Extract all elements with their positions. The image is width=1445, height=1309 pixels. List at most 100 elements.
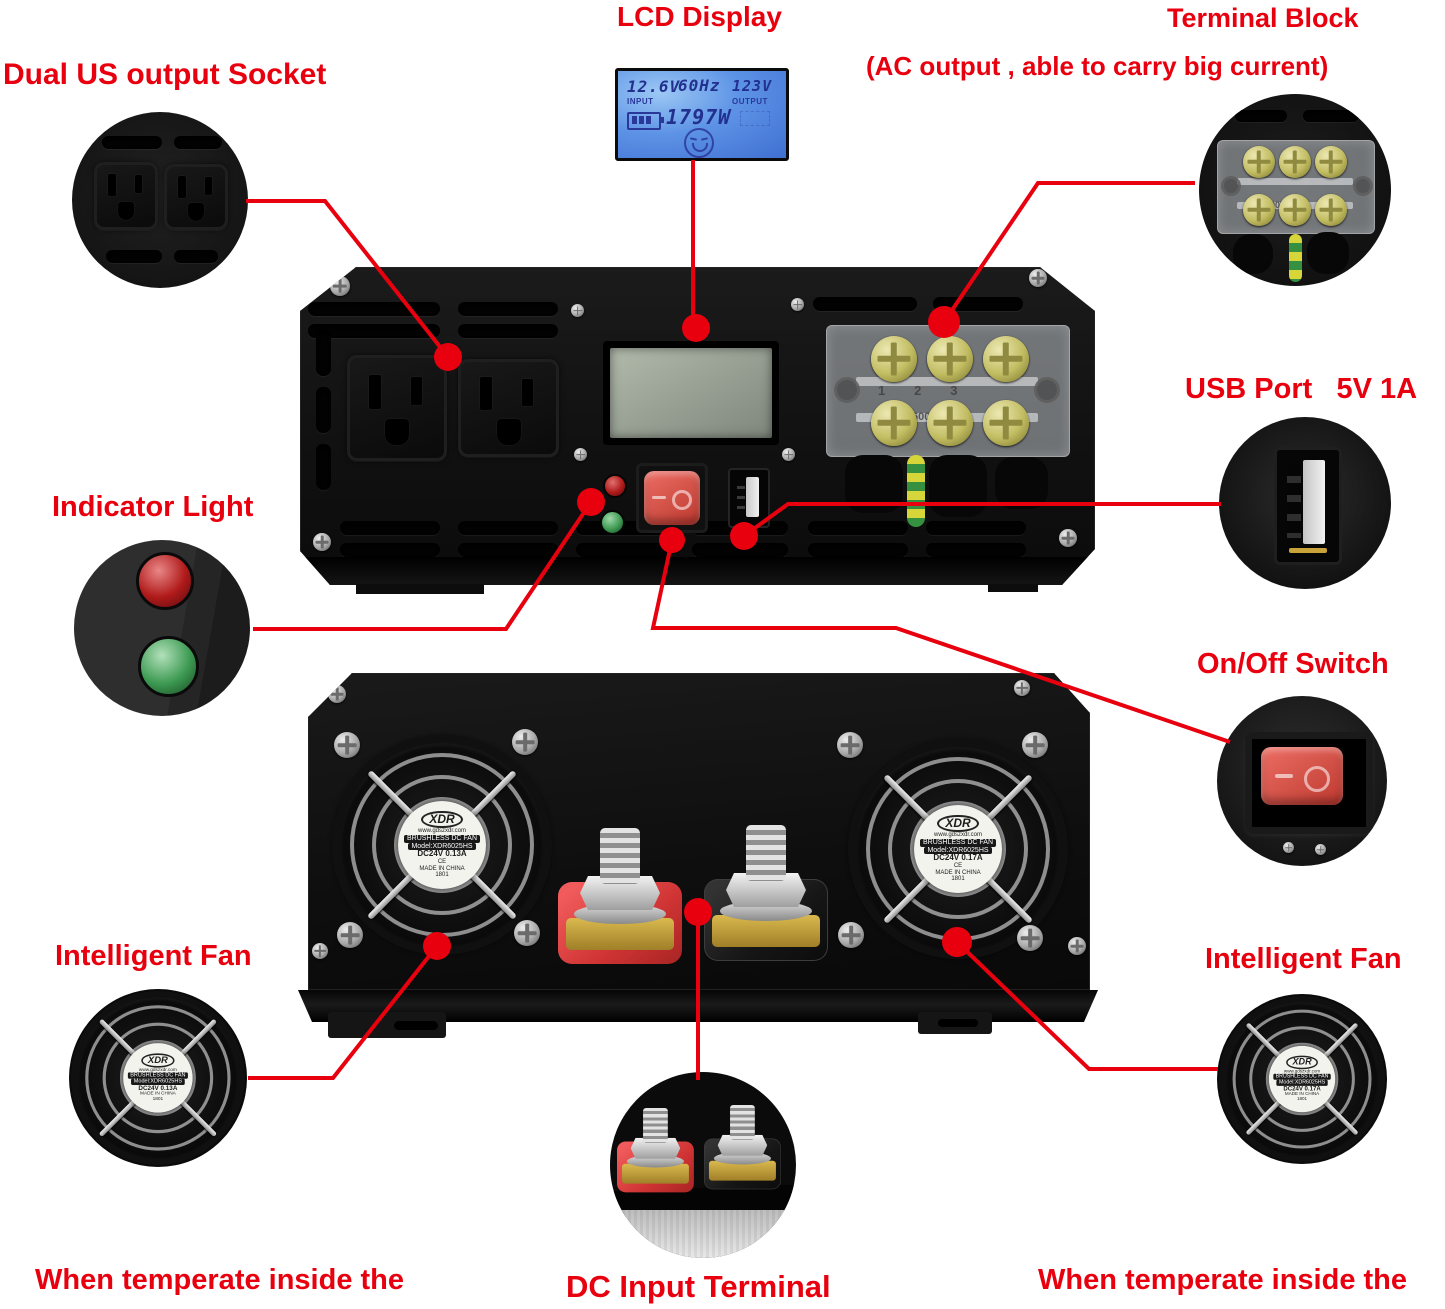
indicator-light-label: Indicator Light — [52, 491, 254, 523]
screw-icon — [837, 732, 863, 758]
lcd-output-voltage: 123V — [732, 77, 773, 95]
terminal-nut — [717, 1134, 768, 1156]
screw-icon — [313, 533, 331, 551]
ac-wire-black — [845, 455, 903, 513]
vent-slot — [808, 543, 908, 557]
vent-slot — [458, 543, 558, 557]
vent-slot — [316, 330, 331, 376]
us-output-socket-right — [458, 359, 559, 457]
vent-slot — [106, 250, 162, 263]
indicator-light-detail-bubble — [74, 540, 250, 716]
rocker-on-mark-icon — [1275, 774, 1293, 778]
fan-grille-ring — [85, 1005, 231, 1151]
fan-spec: DC24V 0.13A — [138, 1083, 178, 1091]
usb-port-label: USB Port 5V 1A — [1185, 373, 1418, 405]
fan-year: 1801 — [1297, 1097, 1308, 1102]
fan-note-right-line1: When temperate inside the — [1038, 1264, 1408, 1296]
dc-positive-terminal — [558, 828, 682, 964]
fan-grille-ring — [119, 1039, 196, 1116]
socket-hot-slot — [135, 175, 142, 193]
indicator-led-red — [603, 474, 627, 498]
fan-type: BRUSHLESS DC FAN — [127, 1072, 188, 1079]
fan-made-in: MADE IN CHINA — [1284, 1092, 1320, 1097]
socket-ground-hole — [188, 203, 204, 221]
cooling-fan: XDR www.gdszxdr.com BRUSHLESS DC FAN Mod… — [1219, 996, 1386, 1163]
socket-ground-hole — [118, 202, 134, 220]
vent-slot — [458, 302, 558, 316]
terminal-mount-hole — [1221, 176, 1241, 196]
lcd-power: 1797W — [666, 105, 732, 129]
vent-slot — [316, 444, 331, 490]
table-surface — [610, 1210, 796, 1258]
usb-port[interactable] — [728, 468, 770, 528]
dc-negative-terminal-small — [704, 1105, 781, 1190]
fan-label: XDR www.gdszxdr.com BRUSHLESS DC FAN Mod… — [398, 801, 486, 889]
usb-port-detail-bubble — [1219, 417, 1391, 589]
fan-website: www.gdszxdr.com — [138, 1067, 177, 1073]
terminal-screw-icon — [983, 400, 1029, 446]
terminal-screw-icon — [1243, 146, 1275, 178]
fan-detail-bubble-right: XDR www.gdszxdr.com BRUSHLESS DC FAN Mod… — [1217, 994, 1387, 1164]
terminal-numbers: 1 2 3 — [878, 383, 958, 398]
fan-label: XDR www.gdszxdr.com BRUSHLESS DC FAN Mod… — [123, 1043, 193, 1113]
fan-year: 1801 — [435, 872, 449, 879]
lcd-display-label: LCD Display — [617, 1, 782, 32]
fan-logo: XDR — [141, 1053, 175, 1068]
screw-icon — [571, 304, 584, 317]
screw-icon — [328, 685, 346, 703]
rocker-button[interactable] — [644, 471, 700, 525]
screw-icon — [312, 943, 328, 959]
rocker-on-mark-icon — [652, 496, 666, 499]
vent-slot — [926, 543, 1026, 557]
lcd-load-icon — [740, 111, 770, 126]
terminal-screw-icon — [983, 336, 1029, 382]
fan-label: XDR www.gdszxdr.com BRUSHLESS DC FAN Mod… — [914, 805, 1002, 893]
screw-icon — [1283, 842, 1294, 853]
usb-contacts — [1287, 464, 1301, 538]
ac-terminal-block: 1 2 3 600V 25A — [826, 325, 1070, 457]
fan-year: 1801 — [951, 876, 965, 883]
lcd-output-label: OUTPUT — [732, 97, 768, 106]
rocker-button[interactable] — [1261, 747, 1343, 805]
fan-note-left-line1: When temperate inside the — [35, 1264, 405, 1296]
fan-website: www.gdszxdr.com — [933, 832, 982, 839]
fan-detail-bubble-left: XDR www.gdszxdr.com BRUSHLESS DC FAN Mod… — [69, 989, 247, 1167]
on-off-switch[interactable] — [1245, 732, 1373, 834]
fan-type: BRUSHLESS DC FAN — [403, 834, 481, 843]
fan-ce-mark: CE — [437, 859, 447, 866]
battery-icon — [627, 112, 664, 130]
dc-input-detail-bubble — [610, 1072, 796, 1258]
fan-logo: XDR — [937, 815, 979, 833]
on-off-switch[interactable] — [636, 463, 708, 533]
terminal-stud — [730, 1105, 755, 1140]
vent-slot — [808, 521, 908, 535]
mounting-foot — [356, 584, 484, 594]
socket-hot-slot — [411, 377, 422, 405]
screw-icon — [330, 276, 350, 296]
inverter-rear-panel: XDR www.gdszxdr.com BRUSHLESS DC FAN Mod… — [308, 673, 1090, 990]
lcd-frequency: 60Hz — [678, 76, 721, 95]
fan-model: Model:XDR6025HS — [924, 846, 992, 855]
screw-icon — [782, 448, 795, 461]
inverter-front-panel: 1 2 3 600V 25A — [300, 267, 1095, 585]
terminal-block-detail-bubble: 600V 25A — [1199, 94, 1391, 286]
socket-neutral-slot — [369, 375, 381, 409]
mounting-slot — [394, 1021, 438, 1030]
terminal-stud — [746, 825, 786, 881]
vent-slot — [174, 250, 218, 263]
usb-port — [1274, 447, 1342, 565]
terminal-plate — [621, 1163, 689, 1184]
vent-slot — [102, 136, 162, 149]
terminal-stud — [643, 1108, 668, 1143]
fan-grille-ring — [102, 1022, 214, 1134]
vent-slot — [926, 521, 1026, 535]
fan-model: Model:XDR6025HS — [1276, 1079, 1328, 1086]
on-off-switch-label: On/Off Switch — [1197, 648, 1389, 680]
terminal-block-label: Terminal Block — [1167, 3, 1359, 33]
fan-logo: XDR — [1286, 1055, 1318, 1069]
screw-icon — [1017, 925, 1043, 951]
vent-slot — [174, 136, 222, 149]
cooling-fan: XDR www.gdszxdr.com BRUSHLESS DC FAN Mod… — [71, 991, 245, 1165]
ac-wire-ground — [907, 455, 925, 527]
